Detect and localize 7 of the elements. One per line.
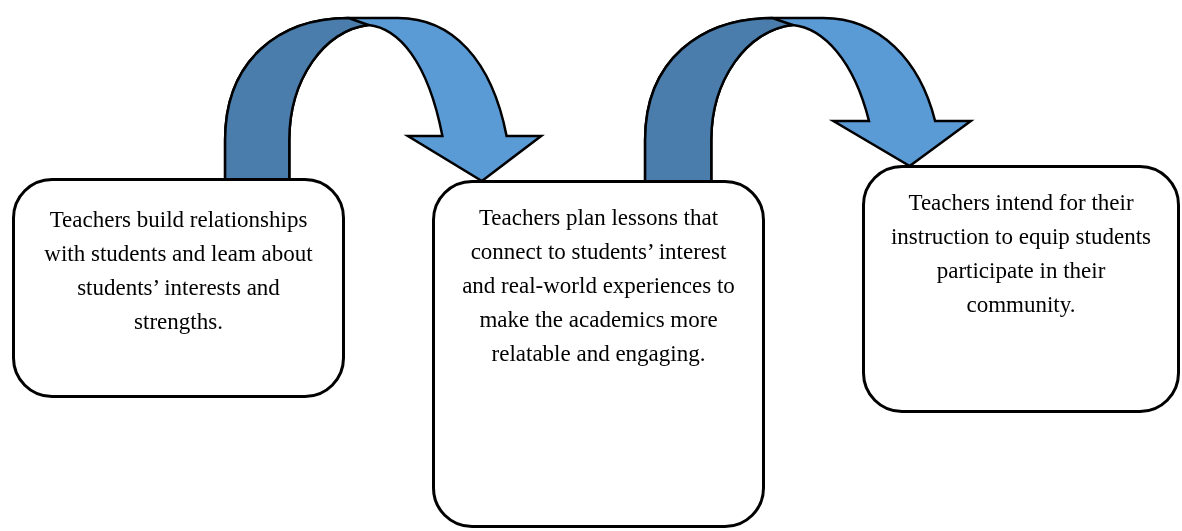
process-box [12,178,345,398]
box-text: Teachers plan lessons that connect to students’ interest and real-world experiences to make the academics more relatable and engaging. [461,204,736,368]
box-text: Teachers build relationships with students and leam about students’ interests and strengths. [43,206,314,336]
box-text: Teachers intend for their instruction to equip students participate in their community. [890,189,1152,319]
process-box [862,165,1180,413]
process-box [432,180,765,528]
curved-arrow [223,16,543,183]
